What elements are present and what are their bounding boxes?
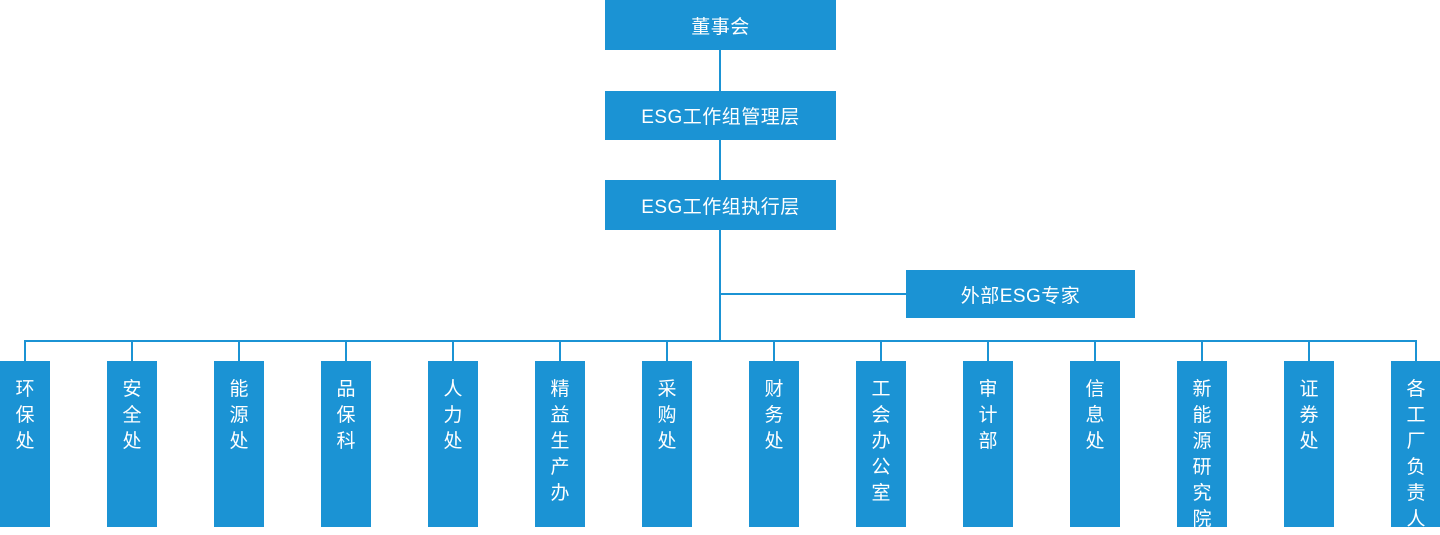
connector-bus-to-jingyishengchanban bbox=[559, 340, 561, 361]
node-department-label-char: 源 bbox=[229, 405, 249, 426]
node-department-label-char: 能 bbox=[1192, 405, 1212, 426]
connector-bus-to-caigouchu bbox=[666, 340, 668, 361]
node-department-xinxichu[interactable]: 信息处 bbox=[1070, 361, 1120, 527]
connector-bus-to-gonghuibangongshi bbox=[880, 340, 882, 361]
node-department-label-char: 负 bbox=[1406, 457, 1426, 478]
node-board[interactable]: 董事会 bbox=[605, 0, 836, 50]
node-department-label-char: 财 bbox=[764, 379, 784, 400]
node-department-label-char: 采 bbox=[657, 379, 677, 400]
node-department-label-char: 部 bbox=[978, 431, 998, 452]
connector-bus-to-caiwuchu bbox=[773, 340, 775, 361]
node-department-label-char: 购 bbox=[657, 405, 677, 426]
node-department-label-char: 息 bbox=[1085, 405, 1105, 426]
node-department-label-char: 环 bbox=[15, 379, 35, 400]
node-department-label-char: 处 bbox=[657, 431, 677, 452]
connector-bus-to-nengyuanchu bbox=[238, 340, 240, 361]
node-department-label-char: 生 bbox=[550, 431, 570, 452]
node-department-gonghuibangongshi[interactable]: 工会办公室 bbox=[856, 361, 906, 527]
node-department-label-char: 人 bbox=[1406, 509, 1426, 530]
connector-bus-to-xinxichu bbox=[1094, 340, 1096, 361]
node-department-label-char: 厂 bbox=[1406, 431, 1426, 452]
node-department-zhengquanchu[interactable]: 证券处 bbox=[1284, 361, 1334, 527]
node-esg-execution[interactable]: ESG工作组执行层 bbox=[605, 180, 836, 230]
node-department-caigouchu[interactable]: 采购处 bbox=[642, 361, 692, 527]
node-department-label-char: 务 bbox=[764, 405, 784, 426]
node-department-label-char: 各 bbox=[1406, 379, 1426, 400]
node-department-label-char: 会 bbox=[871, 405, 891, 426]
node-department-label-char: 源 bbox=[1192, 431, 1212, 452]
node-department-label-char: 办 bbox=[550, 483, 570, 504]
node-department-label-char: 处 bbox=[764, 431, 784, 452]
node-department-label-char: 处 bbox=[443, 431, 463, 452]
node-department-pinbaoke[interactable]: 品保科 bbox=[321, 361, 371, 527]
connector-bus-to-zhengquanchu bbox=[1308, 340, 1310, 361]
node-department-label-char: 室 bbox=[871, 483, 891, 504]
connector-execution-trunk bbox=[719, 230, 721, 341]
node-department-label-char: 工 bbox=[1406, 405, 1426, 426]
node-department-label-char: 新 bbox=[1192, 379, 1212, 400]
node-department-label-char: 处 bbox=[122, 431, 142, 452]
node-department-caiwuchu[interactable]: 财务处 bbox=[749, 361, 799, 527]
node-department-label-char: 责 bbox=[1406, 483, 1426, 504]
node-department-anquanchu[interactable]: 安全处 bbox=[107, 361, 157, 527]
node-department-label-char: 院 bbox=[1192, 509, 1212, 530]
node-department-label-char: 研 bbox=[1192, 457, 1212, 478]
node-department-label-char: 公 bbox=[871, 457, 891, 478]
node-department-label-char: 究 bbox=[1192, 483, 1212, 504]
node-department-label-char: 办 bbox=[871, 431, 891, 452]
connector-bus-to-shenjibu bbox=[987, 340, 989, 361]
node-external-expert[interactable]: 外部ESG专家 bbox=[906, 270, 1135, 318]
node-department-label-char: 人 bbox=[443, 379, 463, 400]
node-department-label-char: 科 bbox=[336, 431, 356, 452]
connector-bus-to-renlichu bbox=[452, 340, 454, 361]
node-department-label-char: 计 bbox=[978, 405, 998, 426]
node-department-label-char: 工 bbox=[871, 379, 891, 400]
connector-bus-to-pinbaoke bbox=[345, 340, 347, 361]
connector-leaf-bus bbox=[24, 340, 1416, 342]
node-department-label-char: 保 bbox=[15, 405, 35, 426]
node-department-label-char: 安 bbox=[122, 379, 142, 400]
node-department-label-char: 处 bbox=[1085, 431, 1105, 452]
node-department-label-char: 力 bbox=[443, 405, 463, 426]
node-esg-management-label: ESG工作组管理层 bbox=[641, 107, 800, 128]
node-department-xinnengyuanyanjiuyuan[interactable]: 新能源研究院 bbox=[1177, 361, 1227, 530]
node-department-label-char: 处 bbox=[1299, 431, 1319, 452]
node-department-shenjibu[interactable]: 审计部 bbox=[963, 361, 1013, 527]
connector-board-to-management bbox=[719, 50, 721, 91]
node-department-nengyuanchu[interactable]: 能源处 bbox=[214, 361, 264, 527]
node-esg-management[interactable]: ESG工作组管理层 bbox=[605, 91, 836, 140]
node-department-huanbaochu[interactable]: 环保处 bbox=[0, 361, 50, 527]
node-department-label-char: 信 bbox=[1085, 379, 1105, 400]
node-department-label-char: 品 bbox=[336, 379, 356, 400]
node-department-label-char: 全 bbox=[122, 405, 142, 426]
node-department-label-char: 审 bbox=[978, 379, 998, 400]
node-external-expert-label: 外部ESG专家 bbox=[960, 285, 1081, 307]
node-department-label-char: 证 bbox=[1299, 379, 1319, 400]
connector-management-to-execution bbox=[719, 140, 721, 180]
node-department-label-char: 能 bbox=[229, 379, 249, 400]
node-department-renlichu[interactable]: 人力处 bbox=[428, 361, 478, 527]
node-department-label-char: 处 bbox=[15, 431, 35, 452]
node-department-label-char: 产 bbox=[550, 457, 570, 478]
connector-bus-to-huanbaochu bbox=[24, 340, 26, 361]
node-department-label-char: 券 bbox=[1299, 405, 1319, 426]
node-esg-execution-label: ESG工作组执行层 bbox=[641, 196, 800, 218]
node-department-label-char: 益 bbox=[550, 405, 570, 426]
connector-execution-to-external-expert bbox=[719, 293, 906, 295]
connector-bus-to-anquanchu bbox=[131, 340, 133, 361]
node-department-label-char: 精 bbox=[550, 379, 570, 400]
node-department-label-char: 保 bbox=[336, 405, 356, 426]
connector-bus-to-gegongchangfuzeren bbox=[1415, 340, 1417, 361]
node-department-jingyishengchanban[interactable]: 精益生产办 bbox=[535, 361, 585, 527]
connector-bus-to-xinnengyuanyanjiuyuan bbox=[1201, 340, 1203, 361]
node-board-label: 董事会 bbox=[691, 16, 750, 38]
node-department-label-char: 处 bbox=[229, 431, 249, 452]
node-department-gegongchangfuzeren[interactable]: 各工厂负责人 bbox=[1391, 361, 1440, 530]
